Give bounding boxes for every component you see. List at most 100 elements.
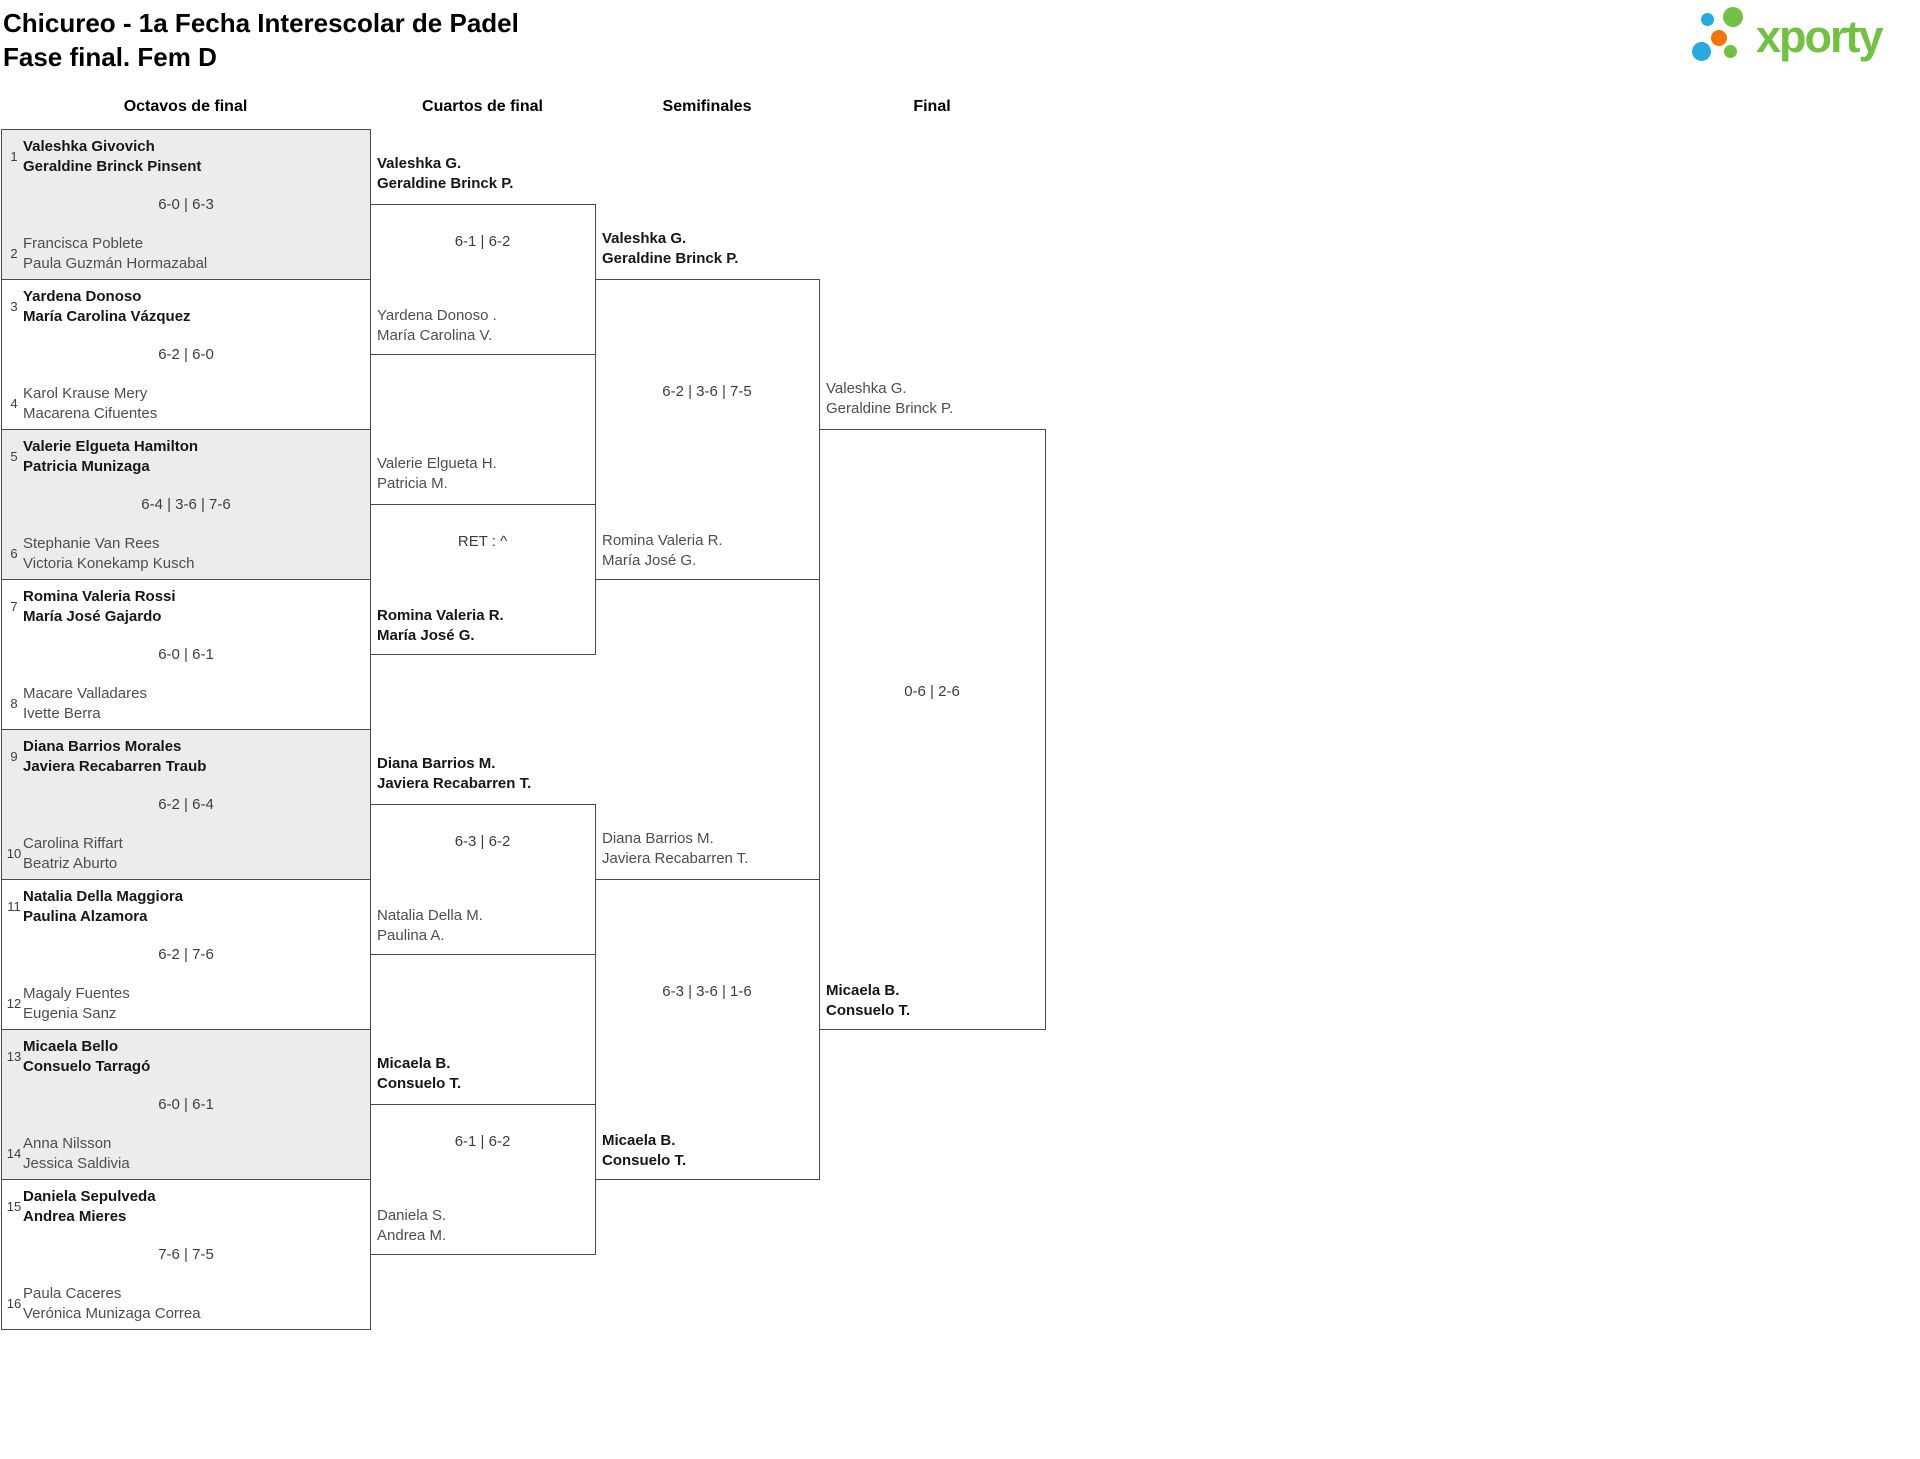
seed-number: 16 <box>6 1296 22 1311</box>
seed-number: 11 <box>7 899 21 914</box>
player-name: Andrea Mieres <box>23 1208 127 1225</box>
player-name: Consuelo T. <box>602 1152 687 1169</box>
player-name: Valeshka G. <box>826 380 907 397</box>
player-name: Micaela B. <box>826 982 900 999</box>
player-name: Paulina A. <box>377 927 445 944</box>
player-name: María José Gajardo <box>23 608 162 625</box>
match-score: 6-1 | 6-2 <box>454 1133 511 1150</box>
player-name: María José G. <box>602 552 697 569</box>
match-score: 6-2 | 7-6 <box>158 946 214 963</box>
logo-dot-blue-large-icon <box>1692 42 1711 61</box>
player-name: María Carolina V. <box>377 327 493 344</box>
player-name: Romina Valeria Rossi <box>23 588 176 605</box>
logo-dot-blue-small-icon <box>1701 13 1714 26</box>
player-name: Geraldine Brinck Pinsent <box>23 158 202 175</box>
match-cuartos-1 <box>370 204 596 355</box>
player-name: María José G. <box>377 627 475 644</box>
match-cuartos-4 <box>370 1104 596 1255</box>
page-subtitle: Fase final. Fem D <box>3 42 217 72</box>
player-name: Daniela Sepulveda <box>23 1188 156 1205</box>
player-name: Micaela B. <box>377 1055 451 1072</box>
player-name: Verónica Munizaga Correa <box>23 1305 201 1322</box>
player-name: Natalia Della M. <box>377 907 483 924</box>
player-name: Diana Barrios M. <box>377 755 496 772</box>
match-score: 6-0 | 6-1 <box>158 646 214 663</box>
round-header-final: Final <box>913 98 951 115</box>
seed-number: 8 <box>10 696 18 711</box>
player-name: Consuelo Tarragó <box>23 1058 151 1075</box>
player-name: Paulina Alzamora <box>23 908 148 925</box>
team-entry: Valerie Elgueta H.Patricia M. <box>377 454 497 494</box>
player-name: Carolina Riffart <box>23 835 123 852</box>
match-score: 6-3 | 6-2 <box>454 833 511 850</box>
player-name: Daniela S. <box>377 1207 447 1224</box>
xporty-logo[interactable]: xporty <box>1690 5 1912 69</box>
page-title: Chicureo - 1a Fecha Interescolar de Pade… <box>3 8 519 38</box>
player-name: Victoria Konekamp Kusch <box>23 555 195 572</box>
team-entry: Diana Barrios M. Javiera Recabarren T. <box>377 754 531 794</box>
player-name: Paula Guzmán Hormazabal <box>23 255 208 272</box>
player-name: Javiera Recabarren T. <box>377 775 532 792</box>
match-semifinales-1 <box>595 279 820 580</box>
seed-number: 13 <box>6 1049 22 1064</box>
logo-dot-green-large-icon <box>1723 7 1743 27</box>
seed-number: 14 <box>6 1146 22 1161</box>
player-name: Geraldine Brinck P. <box>602 250 739 267</box>
match-score: 6-4 | 3-6 | 7-6 <box>141 496 231 513</box>
player-name: Andrea M. <box>377 1227 447 1244</box>
team-entry: Daniela S. Andrea M. <box>377 1206 446 1246</box>
player-name: Diana Barrios Morales <box>23 738 182 755</box>
team-entry: Yardena Donoso . María Carolina V. <box>377 306 497 346</box>
player-name: Micaela B. <box>602 1132 676 1149</box>
team-entry: Romina Valeria R.María José G. <box>602 531 723 571</box>
player-name: Patricia M. <box>377 475 448 492</box>
team-entry: Diana Barrios M.Javiera Recabarren T. <box>602 829 748 869</box>
match-score: 6-0 | 6-3 <box>158 196 214 213</box>
logo-dot-orange-icon <box>1711 30 1727 46</box>
player-name: Patricia Munizaga <box>23 458 150 475</box>
round-header-cuartos: Cuartos de final <box>422 98 543 115</box>
seed-number: 6 <box>10 546 18 561</box>
player-name: Valerie Elgueta Hamilton <box>23 438 199 455</box>
player-name: Francisca Poblete <box>23 235 144 252</box>
player-name: Valeshka Givovich <box>23 138 155 155</box>
player-name: Yardena Donoso . <box>377 307 497 324</box>
seed-number: 12 <box>6 996 22 1011</box>
player-name: Anna Nilsson <box>23 1135 112 1152</box>
player-name: Eugenia Sanz <box>23 1005 117 1022</box>
team-entry: Micaela B.Consuelo T. <box>377 1054 461 1094</box>
player-name: Paula Caceres <box>23 1285 122 1302</box>
player-name: Micaela Bello <box>23 1038 119 1055</box>
match-score: 7-6 | 7-5 <box>158 1246 214 1263</box>
team-entry: Micaela B. Consuelo T. <box>602 1131 686 1171</box>
player-name: Macare Valladares <box>23 685 147 702</box>
seed-number: 10 <box>6 846 22 861</box>
player-name: Romina Valeria R. <box>377 607 504 624</box>
team-entry: Romina Valeria R. María José G. <box>377 606 504 646</box>
player-name: Diana Barrios M. <box>602 830 714 847</box>
match-score: 6-2 | 3-6 | 7-5 <box>662 383 752 400</box>
match-score: 6-2 | 6-4 <box>158 796 214 813</box>
player-name: Jessica Saldivia <box>23 1155 130 1172</box>
logo-wordmark: xporty <box>1756 11 1884 62</box>
match-score: 0-6 | 2-6 <box>904 683 960 700</box>
round-header-octavos: Octavos de final <box>123 98 248 115</box>
match-score: 6-3 | 3-6 | 1-6 <box>662 983 752 1000</box>
match-score: 6-0 | 6-1 <box>158 1096 214 1113</box>
player-name: Macarena Cifuentes <box>23 405 158 422</box>
